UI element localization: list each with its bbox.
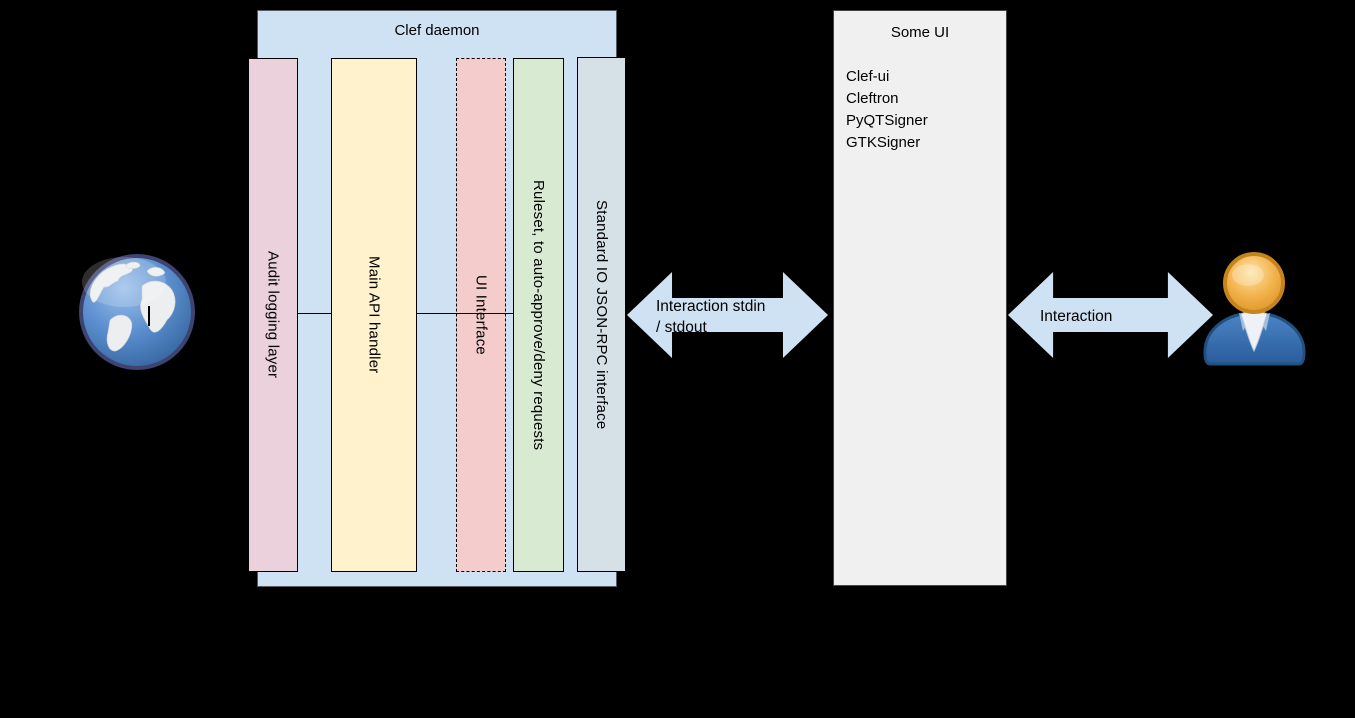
layer-audit-logging: Audit logging layer: [248, 58, 298, 572]
layer-main-api-handler: Main API handler: [331, 58, 417, 572]
some-ui-title: Some UI: [890, 24, 950, 41]
arrow-interaction-label: Interaction: [1040, 308, 1113, 325]
person-icon: [1203, 252, 1306, 366]
list-item: PyQTSigner: [846, 112, 928, 129]
list-item: Clef-ui: [846, 68, 890, 85]
layer-stdio-jsonrpc-label: Standard IO JSON-RPC interface: [593, 199, 610, 430]
layer-ui-interface: UI Interface: [456, 58, 506, 572]
layer-ruleset-label: Ruleset, to auto-approve/deny requests: [530, 179, 547, 451]
layer-ui-interface-label: UI Interface: [472, 275, 490, 355]
arrow-stdin-stdout-label-line1: Interaction stdin: [656, 298, 766, 315]
some-ui-list: Clef-ui Cleftron PyQTSigner GTKSigner: [846, 66, 1006, 154]
arrow-stdin-stdout-label-line2: / stdout: [656, 319, 707, 336]
globe-icon: [79, 254, 195, 370]
connector-audit-to-api: [297, 313, 331, 314]
arrow-stdin-stdout-label: Interaction stdin / stdout: [656, 296, 765, 338]
globe-connector-stub: [148, 306, 150, 326]
layer-ruleset: Ruleset, to auto-approve/deny requests: [513, 58, 564, 572]
some-ui-box: Some UI Clef-ui Cleftron PyQTSigner GTKS…: [833, 10, 1007, 586]
connector-api-to-ruleset: [417, 313, 513, 314]
layer-audit-logging-label: Audit logging layer: [264, 251, 282, 379]
clef-daemon-title: Clef daemon: [394, 22, 480, 39]
layer-stdio-jsonrpc: Standard IO JSON-RPC interface: [577, 57, 626, 572]
list-item: GTKSigner: [846, 134, 921, 151]
list-item: Cleftron: [846, 90, 899, 107]
layer-main-api-handler-label: Main API handler: [365, 256, 383, 374]
